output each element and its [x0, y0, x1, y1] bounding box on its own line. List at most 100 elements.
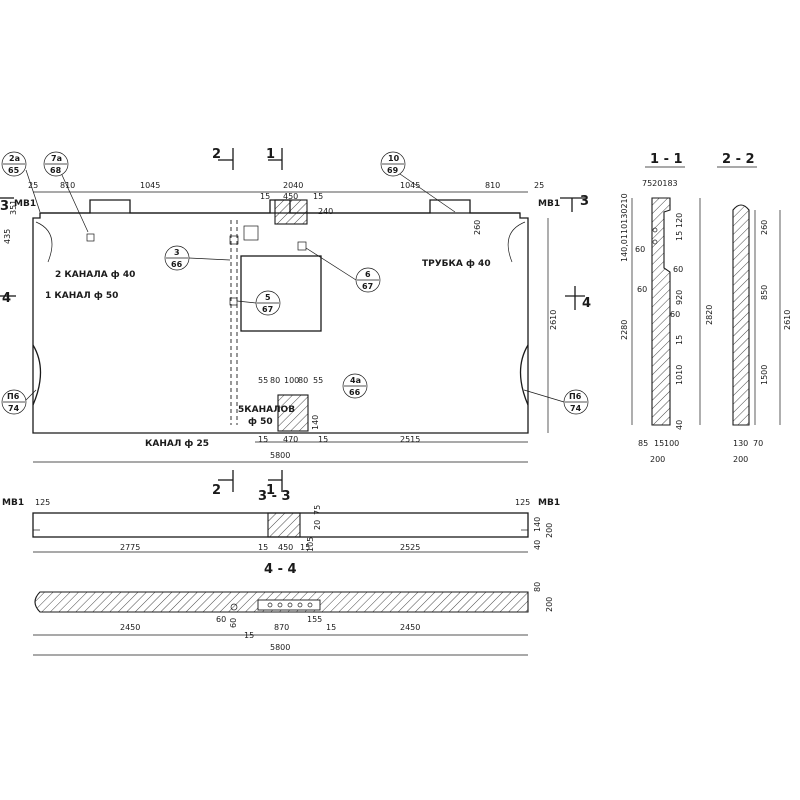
svg-text:15: 15	[300, 543, 310, 552]
left-corner-detail	[35, 221, 53, 263]
svg-text:6: 6	[365, 270, 371, 279]
bubble-p6-right: П6 74	[563, 389, 589, 415]
small-box-1	[243, 225, 259, 241]
label-mb1-right: МВ1	[538, 199, 560, 209]
svg-text:125: 125	[515, 498, 530, 507]
svg-text:870: 870	[274, 623, 289, 632]
section-2-2-body	[732, 204, 750, 426]
svg-text:2525: 2525	[400, 543, 420, 552]
svg-text:3: 3	[174, 248, 180, 257]
svg-text:70: 70	[753, 439, 763, 448]
right-corner-detail	[507, 221, 526, 263]
svg-text:15: 15	[675, 231, 684, 241]
svg-text:2: 2	[212, 147, 221, 162]
svg-text:74: 74	[570, 404, 582, 413]
ch-d4: 80	[298, 376, 308, 385]
svg-text:450: 450	[278, 543, 293, 552]
svg-text:100: 100	[664, 439, 679, 448]
section-4-4-channels	[257, 599, 321, 611]
top-dim-1: 810	[60, 181, 75, 190]
cut-marks: 2 1 2 1 3 3 4 4	[0, 147, 591, 498]
svg-text:67: 67	[262, 305, 273, 314]
svg-text:15: 15	[244, 631, 254, 640]
svg-text:2450: 2450	[400, 623, 420, 632]
top-dim-4: 1045	[400, 181, 420, 190]
label-kanal25: КАНАЛ ф 25	[145, 439, 209, 449]
svg-text:2: 2	[212, 483, 221, 498]
section-3-3-title: 3 - 3	[258, 489, 291, 504]
svg-text:3: 3	[0, 199, 9, 214]
svg-text:4а: 4а	[350, 376, 361, 385]
bubble-6: 6 67	[355, 267, 381, 293]
bubble-5: 5 67	[255, 290, 281, 316]
top-dim-2: 1045	[140, 181, 160, 190]
section-4-4: 4 - 4 2450 60 15 60 870 155 15 2450 5800…	[33, 562, 554, 656]
leader-3	[188, 257, 231, 261]
leader-6	[305, 247, 357, 281]
svg-text:125: 125	[35, 498, 50, 507]
svg-text:60: 60	[670, 310, 680, 319]
svg-text:74: 74	[8, 404, 20, 413]
s11-left-total: 2280	[620, 320, 629, 340]
svg-text:75: 75	[313, 505, 322, 515]
inner-top-d3: 15	[313, 192, 323, 201]
svg-text:2775: 2775	[120, 543, 140, 552]
bubble-4a: 4а 66	[342, 373, 368, 399]
svg-text:15: 15	[258, 543, 268, 552]
svg-text:20: 20	[313, 520, 322, 530]
bubble-p6-left: П6 74	[1, 389, 27, 415]
inner-top-d4: 240	[318, 207, 333, 216]
svg-text:67: 67	[362, 282, 373, 291]
main-elevation: 25 810 1045 2040 1045 810 25 15 450 15 2…	[0, 147, 591, 498]
svg-text:69: 69	[387, 166, 399, 175]
svg-text:П6: П6	[569, 392, 582, 401]
svg-text:155: 155	[307, 615, 322, 624]
leader-10	[399, 173, 456, 213]
svg-text:2450: 2450	[120, 623, 140, 632]
bottom-dim-3: 2515	[400, 435, 420, 444]
leader-5	[236, 300, 257, 304]
svg-text:60: 60	[635, 245, 645, 254]
right-notch	[519, 344, 529, 406]
svg-text:105: 105	[306, 537, 315, 552]
section-2-2: 2 - 2 260 850 1500 2610 130 70 200	[717, 152, 792, 464]
bubble-2a: 2а 65	[1, 151, 27, 177]
svg-text:40: 40	[675, 420, 684, 430]
leader-7a	[61, 174, 89, 233]
ch-d1: 55	[258, 376, 268, 385]
svg-text:2а: 2а	[9, 154, 20, 163]
left-stack-d1: 435	[3, 229, 12, 244]
svg-text:15: 15	[654, 439, 664, 448]
bubble-10: 10 69	[380, 151, 406, 177]
leader-p6-right	[523, 389, 565, 403]
ch-d5: 55	[313, 376, 323, 385]
bubble-7a: 7а 68	[43, 151, 69, 177]
svg-text:1: 1	[266, 147, 275, 162]
svg-text:850: 850	[760, 285, 769, 300]
s33-mb1-left: МВ1	[2, 498, 24, 508]
left-notch	[32, 344, 42, 406]
svg-text:60: 60	[216, 615, 226, 624]
top-dim-6: 25	[534, 181, 544, 190]
s11-left-small: 140,0110130210	[620, 193, 629, 262]
s11-right-total: 2820	[705, 305, 714, 325]
top-hatched-block	[274, 199, 308, 225]
s22-width: 200	[733, 455, 748, 464]
left-stack-d2: 351	[9, 200, 18, 215]
small-box-4	[86, 233, 95, 242]
svg-text:3: 3	[580, 194, 589, 209]
section-3-3-channel	[267, 512, 301, 538]
leader-2a	[25, 169, 41, 213]
label-trubka40: ТРУБКА ф 40	[422, 259, 491, 269]
small-box-3	[297, 241, 307, 251]
top-dim-3: 2040	[283, 181, 303, 190]
section-1-1-body	[651, 197, 671, 426]
top-dim-5: 810	[485, 181, 500, 190]
svg-text:15: 15	[326, 623, 336, 632]
svg-text:130: 130	[733, 439, 748, 448]
right-height: 2610	[549, 310, 558, 330]
section-1-1: 1 - 1 7520183 140,0110130210 2280 2820 6…	[620, 152, 714, 464]
bottom-dim-1: 470	[283, 435, 298, 444]
bottom-channel-block	[277, 394, 309, 432]
